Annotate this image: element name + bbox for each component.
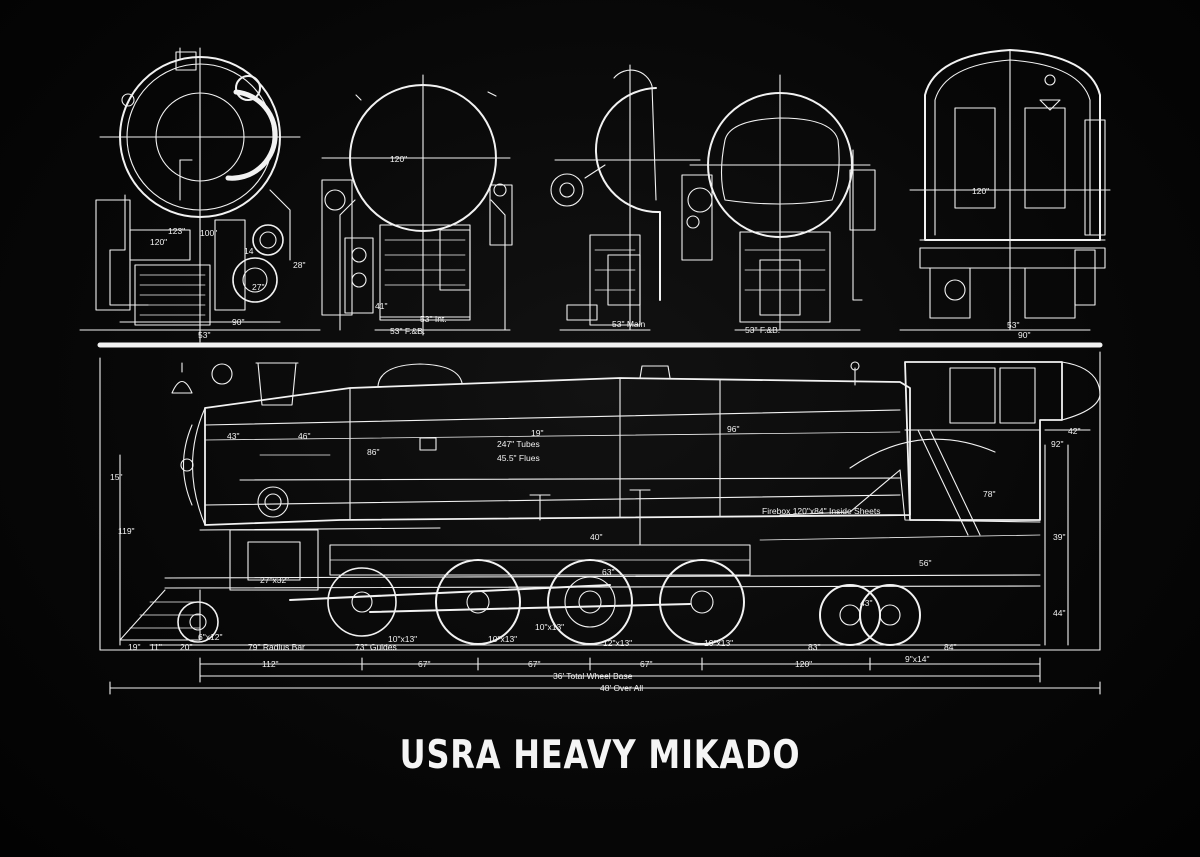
dim-label: 84": [944, 642, 956, 652]
dim-label: 44": [1053, 608, 1065, 618]
dim-label: 100": [200, 228, 217, 238]
cylinder-label: 27"x32": [260, 575, 289, 585]
dim-label: 120": [390, 154, 407, 164]
dim-label: 53" F.&B.: [745, 325, 780, 335]
dim-label: 53": [198, 330, 210, 340]
dim-label: 119": [118, 526, 135, 536]
end-view-4-labels: 53" F.&B.: [745, 325, 780, 335]
end-view-2-labels: 120" 41" 53" Int. 53" F.&B.: [375, 154, 447, 336]
flues-label: 45.5" Flues: [497, 453, 540, 463]
wheel-spacing-label: 120": [795, 659, 812, 669]
dim-label: 46": [298, 431, 310, 441]
dim-label: 56": [919, 558, 931, 568]
dim-label: 53" Int.: [420, 314, 447, 324]
flue-dim-label: 19": [531, 428, 543, 438]
side-elevation-labels: 19" 247" Tubes 45.5" Flues Firebox 120"x…: [110, 424, 1080, 693]
dim-label: 9"x14": [905, 654, 929, 664]
dim-label: 96": [727, 424, 739, 434]
dim-label: 53": [1007, 320, 1019, 330]
side-elevation: [99, 351, 1101, 695]
dim-label: 83": [808, 642, 820, 652]
dim-label: 123": [168, 226, 185, 236]
dim-label: 14: [244, 246, 254, 256]
dim-label: 28": [293, 260, 305, 270]
dim-label: 15": [110, 472, 122, 482]
wheel-spacing-label: 67": [640, 659, 652, 669]
dim-label: 39": [1053, 532, 1065, 542]
over-all-label: 48' Over All: [600, 683, 643, 693]
wheel-spacing-label: 67": [418, 659, 430, 669]
dim-label: 42": [1068, 426, 1080, 436]
dim-label: 53" Main: [612, 319, 646, 329]
dim-label: 43": [860, 598, 872, 608]
front-end-view: [79, 47, 321, 343]
wheel-spacing-label: 112": [262, 659, 279, 669]
dim-label: 19": [128, 642, 140, 652]
dim-label: 41": [375, 301, 387, 311]
end-view-3-labels: 53" Main: [612, 319, 646, 329]
dim-label: 43": [227, 431, 239, 441]
dim-label: 78": [983, 489, 995, 499]
dim-label: 10"x13": [704, 638, 733, 648]
dim-label: 6"x12": [198, 632, 222, 642]
blueprint-linework: [79, 47, 1111, 695]
dim-label: 73" Guides: [355, 642, 397, 652]
dim-label: 63": [602, 567, 614, 577]
dim-label: 86": [367, 447, 379, 457]
dim-label: 10"x13": [488, 634, 517, 644]
dim-label: 12"x13": [603, 638, 632, 648]
wheel-spacing-label: 67": [528, 659, 540, 669]
total-wheel-base-label: 36' Total Wheel Base: [553, 671, 633, 681]
tubes-label: 247" Tubes: [497, 439, 540, 449]
dim-label: 20": [180, 642, 192, 652]
dim-label: 120": [150, 237, 167, 247]
end-view-5-labels: 120" 53" 90": [972, 186, 1030, 340]
dim-label: 53" F.&B.: [390, 326, 425, 336]
dim-label: 10"x13": [388, 634, 417, 644]
section-view-boiler: [681, 74, 876, 331]
dim-label: 90": [1018, 330, 1030, 340]
dim-label: 92": [1051, 439, 1063, 449]
dim-label: 79" Radius Bar: [248, 642, 305, 652]
dim-label: 90": [232, 317, 244, 327]
section-view-cab-front: [550, 64, 701, 331]
dim-label: 120": [972, 186, 989, 196]
poster-title: USRA HEAVY MIKADO: [399, 733, 801, 778]
end-view-1-labels: 123" 120" 100" 14 28" 27" 90" 53": [150, 226, 305, 340]
dim-label: 10"x13": [535, 622, 564, 632]
section-view-smokebox: [321, 74, 513, 336]
dim-label: 27": [252, 282, 264, 292]
firebox-label: Firebox 120"x84" Inside Sheets: [762, 506, 881, 516]
dim-label: 11": [150, 642, 162, 652]
rear-end-view: [899, 49, 1111, 331]
dim-label: 40": [590, 532, 602, 542]
